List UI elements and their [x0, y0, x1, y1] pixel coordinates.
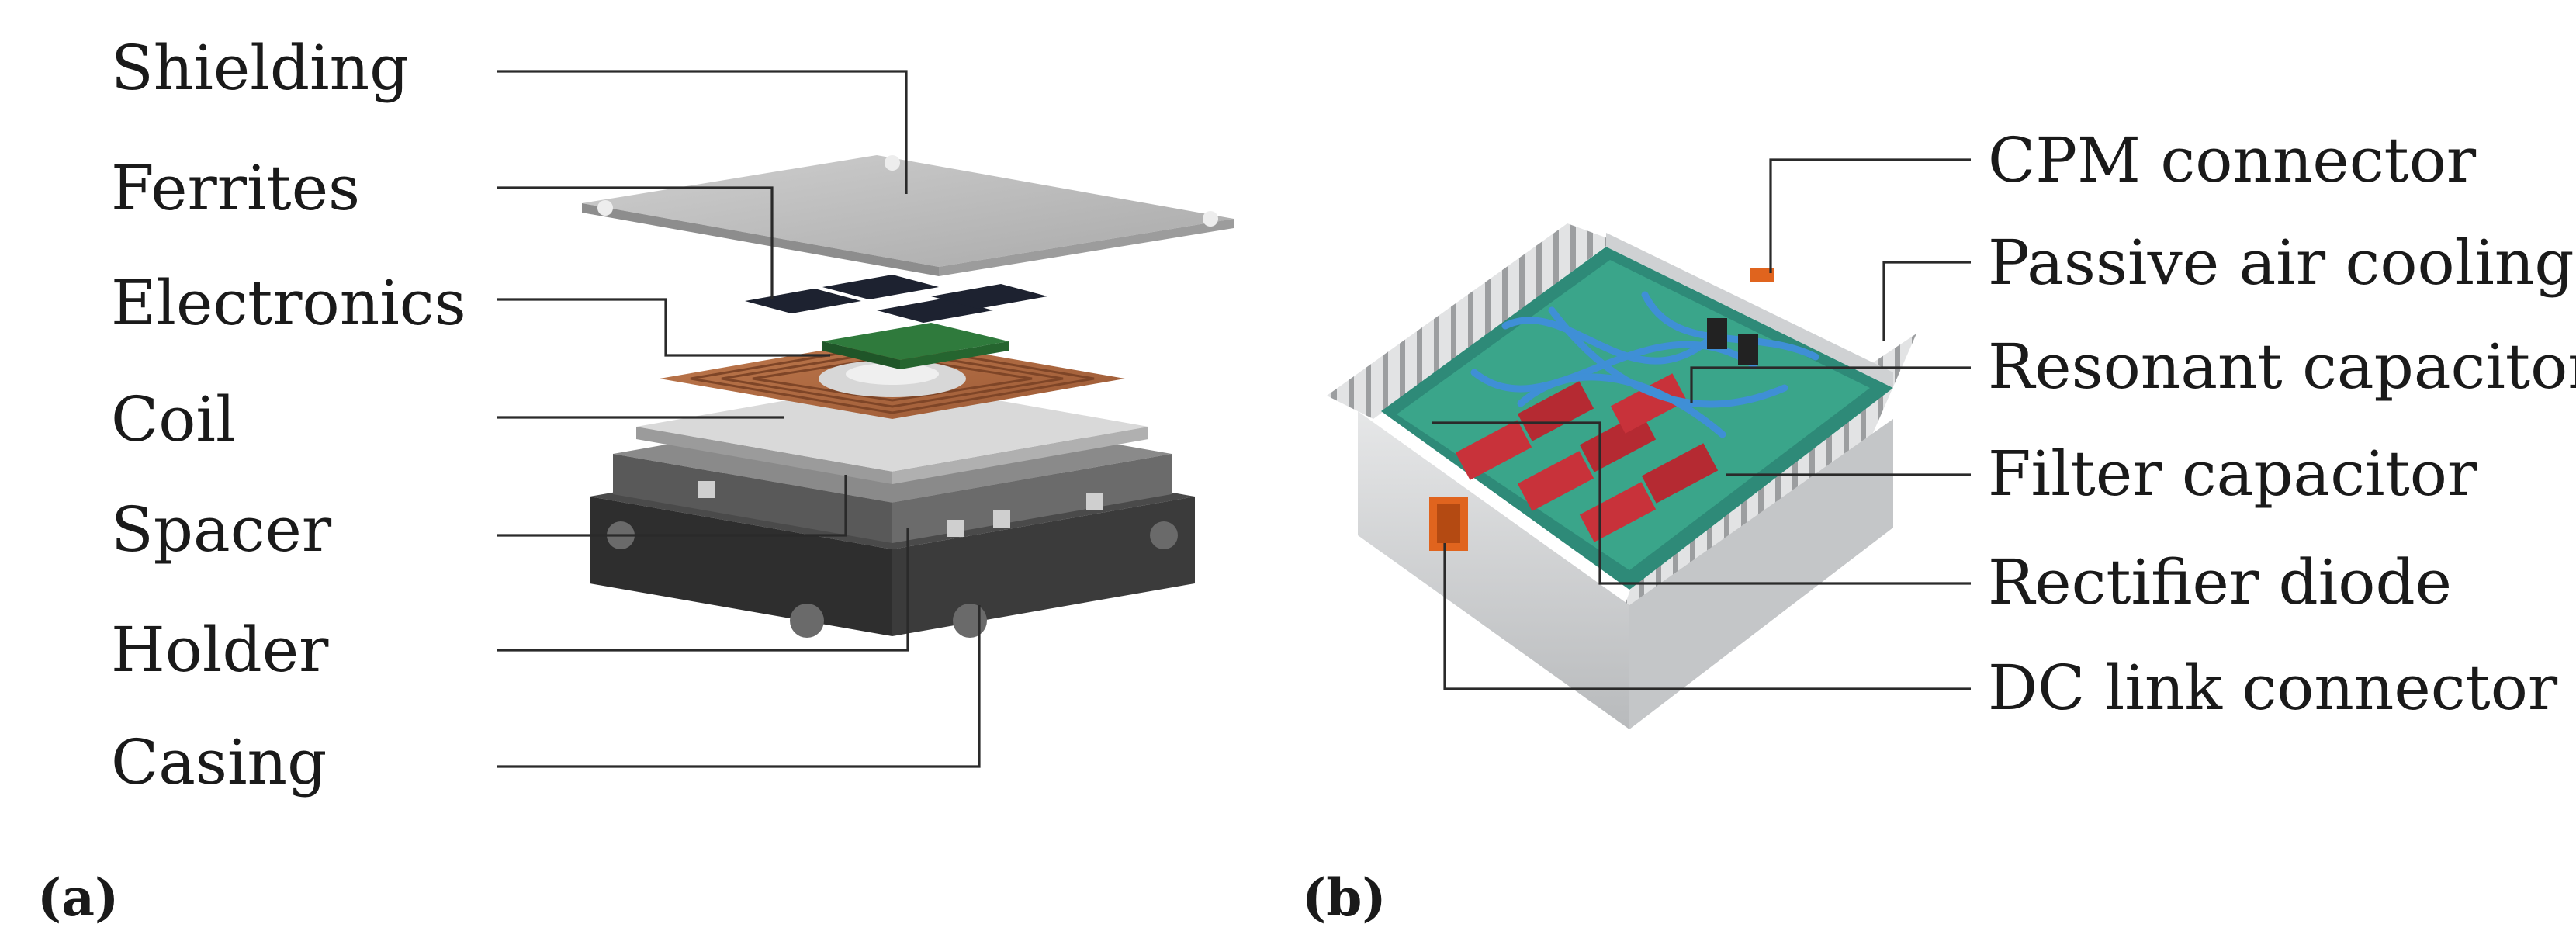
leader-dc-link-connector [1443, 543, 1971, 690]
panel-a-labels: Shielding Ferrites Electronics Coil Spac… [111, 32, 466, 798]
panel-b-illustration [1327, 223, 1916, 729]
leader-cpm-connector [1769, 158, 1971, 273]
leader-ferrites [497, 186, 774, 299]
label-resonant-capacitors: Resonant capacitors [1988, 331, 2576, 403]
leader-holder [497, 528, 909, 652]
panel-b-caption: (b) [1302, 867, 1387, 928]
label-rectifier-diode: Rectifier diode [1988, 546, 2452, 618]
panel-b-labels: CPM connector Passive air cooling Resona… [1988, 124, 2576, 724]
electronics-part [822, 323, 1009, 369]
panel-a-caption: (a) [37, 867, 119, 928]
label-holder: Holder [111, 614, 329, 686]
leader-casing [497, 605, 981, 768]
label-ferrites: Ferrites [111, 152, 360, 224]
label-coil: Coil [111, 383, 236, 455]
label-dc-link-connector: DC link connector [1988, 652, 2558, 724]
rectifier-component [1707, 318, 1727, 349]
label-casing: Casing [111, 726, 327, 798]
leader-spacer [497, 475, 847, 537]
label-cpm-connector: CPM connector [1988, 124, 2477, 196]
panel-a-illustration [582, 155, 1234, 638]
leader-electronics [497, 298, 830, 357]
panel-b-leaders [1432, 158, 1971, 690]
coil-part [660, 338, 1125, 419]
label-filter-capacitor: Filter capacitor [1988, 438, 2477, 510]
left-heatsink [1327, 223, 1614, 419]
shielding-part [582, 155, 1234, 276]
spacer-part [636, 382, 1148, 484]
label-shielding: Shielding [111, 32, 409, 104]
leader-resonant-capacitors [1690, 366, 1971, 403]
resonant-capacitors [1455, 373, 1719, 542]
leader-rectifier-diode [1432, 421, 1971, 585]
leader-shielding [497, 70, 908, 194]
leader-passive-cooling [1882, 261, 1971, 341]
ferrites-part [745, 275, 1047, 323]
front-wall [1358, 411, 1629, 729]
label-passive-air-cooling: Passive air cooling [1988, 227, 2574, 299]
label-electronics: Electronics [111, 267, 466, 339]
label-spacer: Spacer [111, 493, 332, 566]
panel-a-leaders [497, 70, 981, 768]
cpm-connector-part [1750, 268, 1774, 282]
